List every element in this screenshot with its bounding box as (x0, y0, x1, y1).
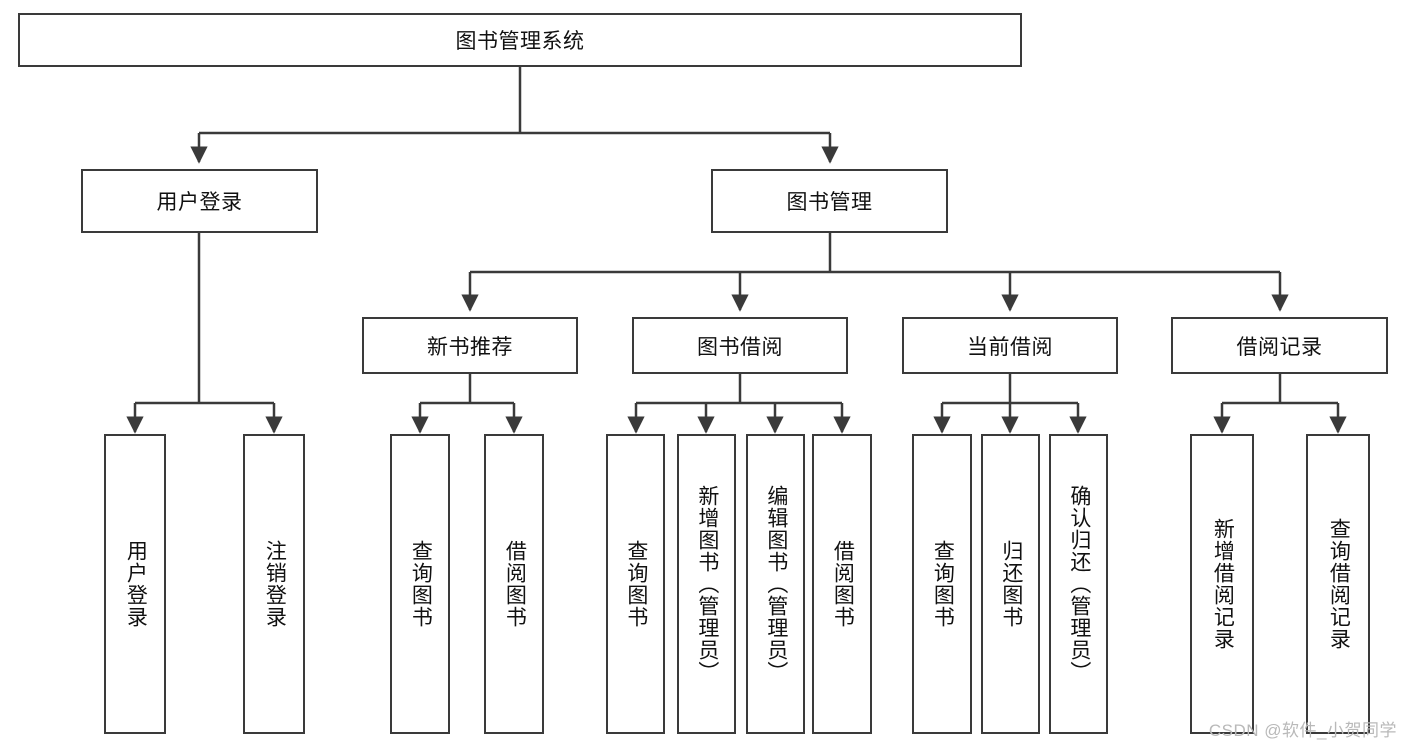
node-current-borrow[interactable]: 当前借阅 (902, 317, 1118, 374)
node-book-manage[interactable]: 图书管理 (711, 169, 948, 233)
node-label: 注销登录 (263, 540, 287, 628)
node-label: 查询图书 (624, 540, 648, 628)
node-leaf-return-book[interactable]: 归还图书 (981, 434, 1040, 734)
node-book-borrow[interactable]: 图书借阅 (632, 317, 848, 374)
node-leaf-query-book-2[interactable]: 查询图书 (606, 434, 665, 734)
node-leaf-add-book[interactable]: 新增图书（管理员） (677, 434, 736, 734)
node-label: 确认归还（管理员） (1067, 485, 1091, 683)
node-label: 归还图书 (999, 540, 1023, 628)
node-label: 查询图书 (931, 540, 955, 628)
node-leaf-query-book-1[interactable]: 查询图书 (390, 434, 450, 734)
node-label: 查询图书 (409, 540, 433, 628)
node-leaf-query-record[interactable]: 查询借阅记录 (1306, 434, 1370, 734)
node-label: 新增图书（管理员） (695, 485, 719, 683)
node-label: 编辑图书（管理员） (764, 485, 788, 683)
node-leaf-query-book-3[interactable]: 查询图书 (912, 434, 972, 734)
node-label: 当前借阅 (967, 335, 1053, 359)
node-label: 查询借阅记录 (1327, 518, 1351, 650)
node-leaf-logout[interactable]: 注销登录 (243, 434, 305, 734)
node-leaf-borrow-book-1[interactable]: 借阅图书 (484, 434, 544, 734)
node-user-login[interactable]: 用户登录 (81, 169, 318, 233)
node-leaf-add-record[interactable]: 新增借阅记录 (1190, 434, 1254, 734)
node-leaf-edit-book[interactable]: 编辑图书（管理员） (746, 434, 805, 734)
node-root-system[interactable]: 图书管理系统 (18, 13, 1022, 67)
node-label: 图书借阅 (697, 335, 783, 359)
csdn-watermark: CSDN @软件_小贺同学 (1208, 721, 1397, 740)
node-leaf-confirm-return[interactable]: 确认归还（管理员） (1049, 434, 1108, 734)
node-label: 新书推荐 (427, 335, 513, 359)
node-label: 新增借阅记录 (1211, 518, 1235, 650)
node-leaf-user-login[interactable]: 用户登录 (104, 434, 166, 734)
node-label: 借阅图书 (503, 540, 527, 628)
node-label: 用户登录 (156, 191, 243, 214)
node-borrow-record[interactable]: 借阅记录 (1171, 317, 1388, 374)
node-label: 借阅记录 (1236, 335, 1323, 359)
node-new-book-recommend[interactable]: 新书推荐 (362, 317, 578, 374)
node-leaf-borrow-book-2[interactable]: 借阅图书 (812, 434, 872, 734)
node-label: 图书管理系统 (455, 30, 585, 53)
node-label: 用户登录 (124, 540, 148, 628)
node-label: 借阅图书 (831, 540, 855, 628)
node-label: 图书管理 (786, 191, 873, 214)
